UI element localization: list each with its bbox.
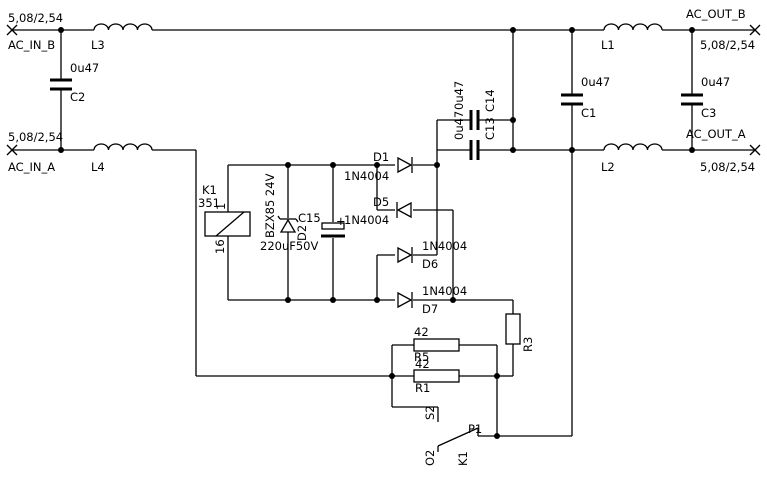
k1-name-label: K1 <box>202 183 217 197</box>
k1-type-label: 351 <box>198 196 220 210</box>
d2-value-label: BZX85 24V <box>263 173 277 238</box>
ac-out-b-pitch-label: 5,08/2,54 <box>700 38 755 52</box>
c15-plus-label: + <box>336 214 346 228</box>
c14-name-label: C14 <box>483 89 497 112</box>
capacitor-c15 <box>321 165 345 300</box>
zener-d2 <box>277 165 299 300</box>
c13-value-label: 0u47 <box>452 111 466 140</box>
inductor-l4 <box>93 143 153 151</box>
l4-label: L4 <box>91 160 105 174</box>
ac-in-b-label: AC_IN_B <box>8 38 55 52</box>
capacitor-c13-c14 <box>436 30 514 165</box>
k1-pin16-label: 16 <box>213 239 227 254</box>
diode-d6 <box>397 246 413 264</box>
d7-value-label: 1N4004 <box>422 284 467 298</box>
s2-label: S2 <box>423 405 437 420</box>
input-a-wires <box>12 149 392 377</box>
output-connector-b <box>749 24 761 36</box>
k1-pin1-label: 1 <box>214 203 228 210</box>
ac-in-a-pitch-label: 5,08/2,54 <box>8 130 63 144</box>
capacitor-c1 <box>561 93 583 106</box>
c2-name-label: C2 <box>70 90 85 104</box>
capacitor-c3 <box>681 30 703 150</box>
o2-label: O2 <box>423 450 437 466</box>
inductor-l1 <box>603 23 663 31</box>
k1-contact-label: K1 <box>456 451 470 466</box>
d6-value-label: 1N4004 <box>422 239 467 253</box>
r3-name-label: R3 <box>521 337 535 352</box>
c1-value-label: 0u47 <box>581 75 610 89</box>
c1-name-label: C1 <box>581 106 596 120</box>
input-connector-b <box>6 24 18 36</box>
junction-dots <box>58 27 695 439</box>
p1-label: P1 <box>468 422 482 436</box>
c13-name-label: C13 <box>483 117 497 140</box>
r1-name-label: R1 <box>415 381 430 395</box>
rectifier-wires <box>228 164 513 301</box>
d2-name-label: D2 <box>295 225 309 241</box>
diode-d1 <box>397 156 413 174</box>
output-a-wires <box>497 30 755 437</box>
resistor-r3 <box>497 300 521 377</box>
r1-value-label: 42 <box>415 357 430 371</box>
d1-value-label: 1N4004 <box>344 169 389 183</box>
resistor-r1 <box>392 369 497 383</box>
r5-value-label: 42 <box>414 325 429 339</box>
relay-k1-contact <box>437 427 497 452</box>
relay-k1-coil <box>204 165 251 300</box>
l3-label: L3 <box>91 38 105 52</box>
inductor-l3 <box>93 23 153 31</box>
capacitor-c2 <box>50 30 72 150</box>
d5-value-label: 1N4004 <box>344 213 389 227</box>
ac-out-a-pitch-label: 5,08/2,54 <box>700 160 755 174</box>
ac-in-b-pitch-label: 5,08/2,54 <box>8 11 63 25</box>
c15-name-label: C15 <box>298 211 321 225</box>
d1-name-label: D1 <box>373 150 389 164</box>
l1-label: L1 <box>601 38 615 52</box>
d7-name-label: D7 <box>422 302 438 316</box>
d6-name-label: D6 <box>422 257 438 271</box>
diode-d7 <box>397 291 413 309</box>
c2-value-label: 0u47 <box>70 61 99 75</box>
output-connector-a <box>749 144 761 156</box>
l2-label: L2 <box>601 160 615 174</box>
c15-value-label: 220uF50V <box>260 239 318 253</box>
inductor-l2 <box>603 143 663 151</box>
ac-out-a-label: AC_OUT_A <box>686 127 746 141</box>
c3-name-label: C3 <box>701 106 716 120</box>
ac-out-b-label: AC_OUT_B <box>686 7 746 21</box>
r5-name-label: R5 <box>414 350 429 364</box>
d5-name-label: D5 <box>373 195 389 209</box>
c14-value-label: 0u47 <box>452 81 466 110</box>
c3-value-label: 0u47 <box>701 75 730 89</box>
input-connector-a <box>6 144 18 156</box>
diode-d5 <box>396 201 412 219</box>
ac-in-a-label: AC_IN_A <box>8 160 55 174</box>
resistor-r5 <box>392 338 497 352</box>
